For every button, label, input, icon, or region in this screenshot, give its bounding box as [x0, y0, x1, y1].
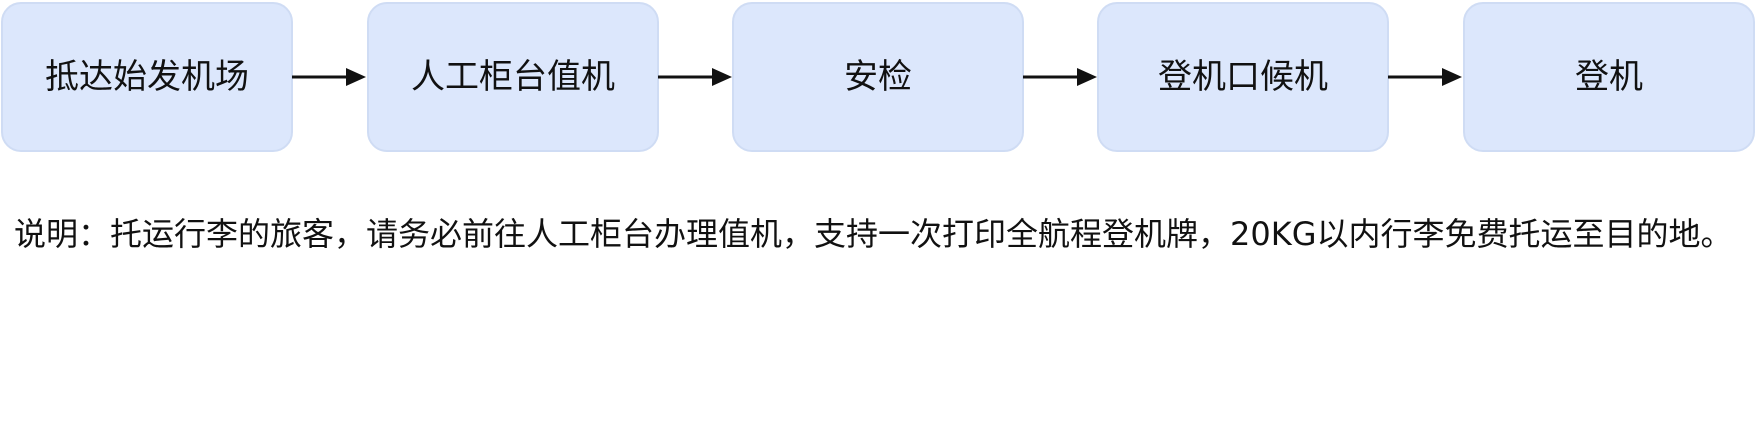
step-gate-waiting: 登机口候机	[1097, 2, 1389, 152]
step-arrive-airport: 抵达始发机场	[1, 2, 293, 152]
arrow-right-icon	[658, 68, 732, 86]
step-label: 抵达始发机场	[45, 57, 249, 97]
arrow-right-icon	[292, 68, 366, 86]
explanation-note: 说明：托运行李的旅客，请务必前往人工柜台办理值机，支持一次打印全航程登机牌，20…	[14, 215, 1733, 253]
step-label: 登机口候机	[1158, 57, 1328, 97]
process-flow: 抵达始发机场 人工柜台值机 安检 登机口候机 登机	[0, 0, 1756, 160]
arrow-right-icon	[1388, 68, 1462, 86]
step-security-check: 安检	[732, 2, 1024, 152]
step-manual-checkin: 人工柜台值机	[367, 2, 659, 152]
arrow-right-icon	[1023, 68, 1097, 86]
step-label: 人工柜台值机	[411, 57, 615, 97]
step-label: 登机	[1575, 57, 1643, 97]
step-boarding: 登机	[1463, 2, 1755, 152]
step-label: 安检	[844, 57, 912, 97]
